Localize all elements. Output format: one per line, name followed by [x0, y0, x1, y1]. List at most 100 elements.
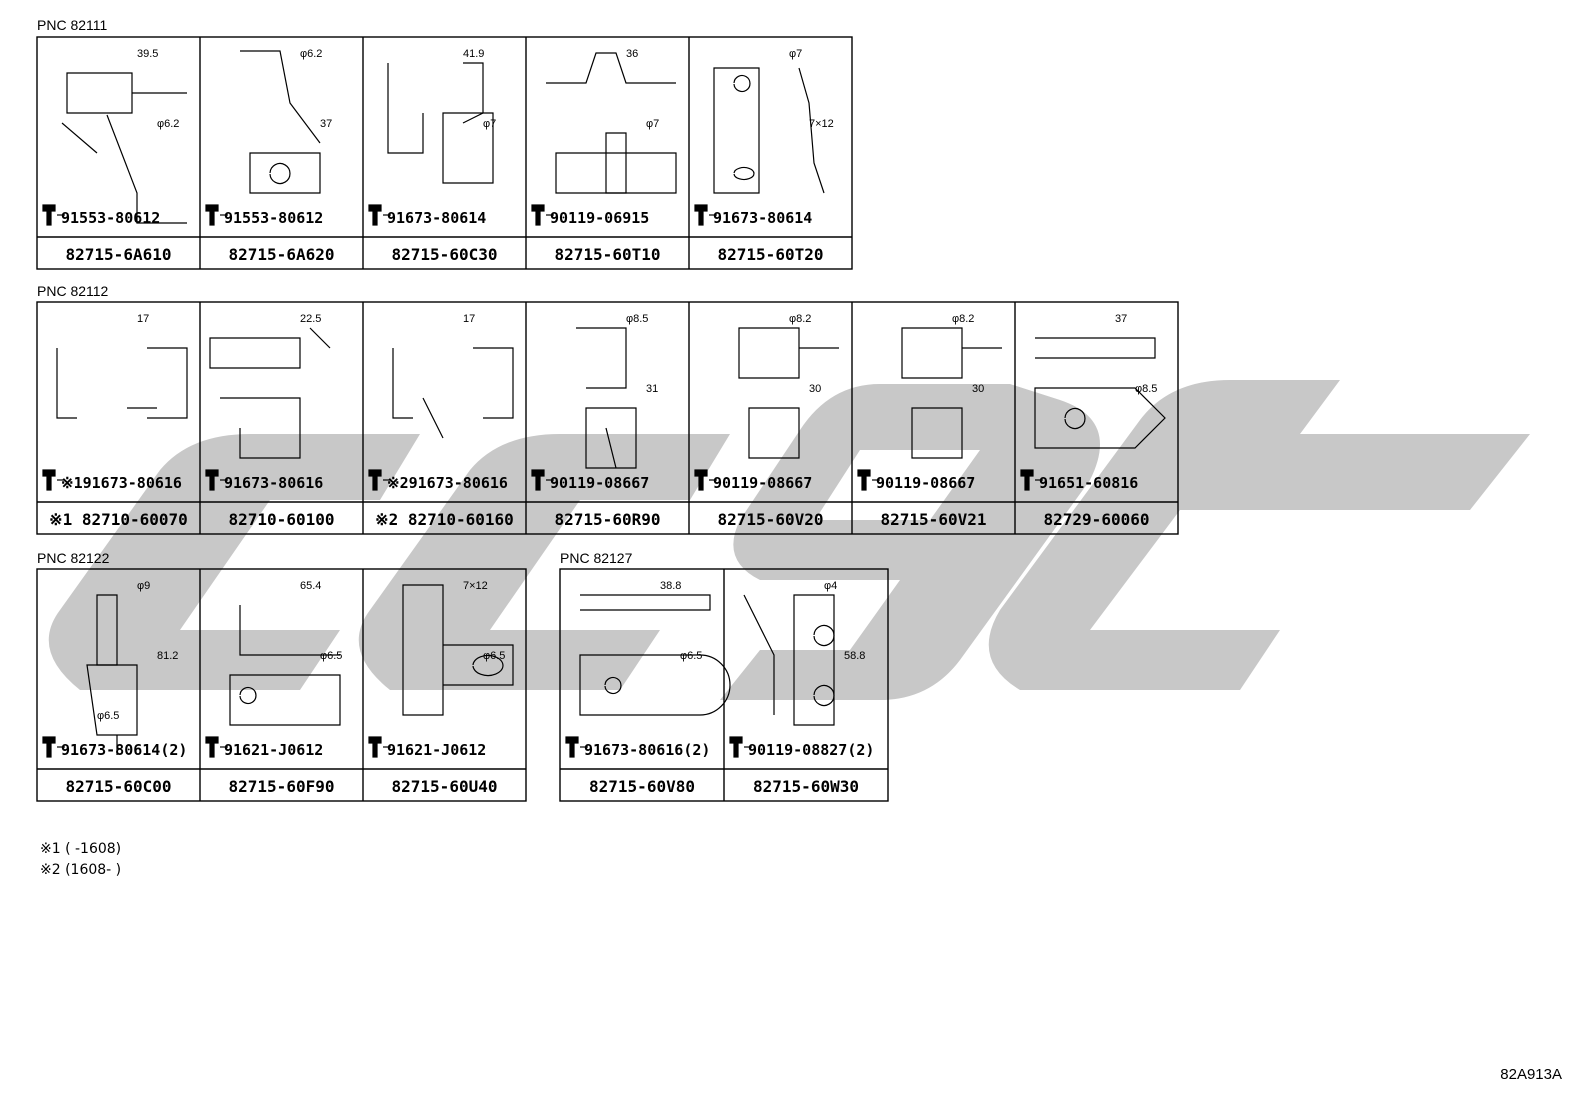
bolt-icon: [42, 204, 65, 226]
dimension-label: 30: [809, 383, 821, 395]
part-number[interactable]: 82715-60C00: [66, 777, 172, 796]
bolt-icon: [42, 736, 65, 758]
bolt-icon: [368, 736, 391, 758]
dimension-label: φ7: [789, 48, 802, 60]
dimension-label: φ8.2: [952, 313, 974, 325]
part-sketch: [240, 50, 321, 194]
part-number[interactable]: ※2 82710-60160: [375, 510, 514, 529]
dimension-label: 17: [137, 313, 149, 325]
bolt-icon: [368, 469, 391, 491]
part-number[interactable]: 82715-6A620: [229, 245, 335, 264]
bolt-icon: [531, 204, 554, 226]
section-frame: [36, 568, 527, 802]
dimension-label: φ6.5: [97, 710, 119, 722]
bolt-part-number: 91673-80616(2): [584, 741, 710, 759]
part-number[interactable]: 82715-60F90: [229, 777, 335, 796]
part-number[interactable]: 82715-60W30: [753, 777, 859, 796]
part-sketch: [402, 584, 514, 716]
part-sketch: [579, 594, 731, 716]
dimension-label: φ8.5: [626, 313, 648, 325]
bolt-part-number: 91553-80612: [61, 209, 160, 227]
section-frame: [36, 301, 1179, 535]
pnc-label-82111: PNC 82111: [37, 17, 108, 33]
dimension-label: 37: [1115, 313, 1127, 325]
dimension-label: φ7: [483, 118, 496, 130]
part-sketch: [546, 52, 677, 194]
bolt-part-number: ※191673-80616: [61, 474, 182, 492]
part-number[interactable]: 82715-6A610: [66, 245, 172, 264]
diagram-code: 82A913A: [1500, 1066, 1562, 1083]
part-number[interactable]: 82715-60T20: [718, 245, 824, 264]
pnc-label-82122: PNC 82122: [37, 550, 110, 566]
bolt-part-number: 91651-60816: [1039, 474, 1138, 492]
dimension-label: φ6.5: [483, 650, 505, 662]
bolt-part-number: 91673-80614(2): [61, 741, 187, 759]
part-sketch: [229, 605, 341, 726]
dimension-label: 39.5: [137, 48, 158, 60]
part-number[interactable]: 82710-60100: [229, 510, 335, 529]
part-sketch: [743, 594, 835, 726]
part-sketch: [576, 327, 637, 469]
footnote-2: ※2 (1608- ): [40, 862, 122, 878]
dimension-label: 65.4: [300, 580, 321, 592]
dimension-label: φ6.2: [157, 118, 179, 130]
bolt-part-number: 90119-08667: [713, 474, 812, 492]
part-number[interactable]: ※1 82710-60070: [49, 510, 188, 529]
bolt-part-number: 90119-08667: [876, 474, 975, 492]
part-number[interactable]: 82715-60V80: [589, 777, 695, 796]
part-sketch: [61, 72, 187, 224]
bolt-part-number: 91621-J0612: [387, 741, 486, 759]
part-number[interactable]: 82715-60U40: [392, 777, 498, 796]
dimension-label: 36: [626, 48, 638, 60]
pnc-label-82127: PNC 82127: [560, 550, 633, 566]
dimension-label: 81.2: [157, 650, 178, 662]
dimension-label: 7×12: [809, 118, 834, 130]
bolt-icon: [531, 469, 554, 491]
bolt-icon: [368, 204, 391, 226]
dimension-label: φ6.5: [320, 650, 342, 662]
dimension-label: 37: [320, 118, 332, 130]
bolt-icon: [565, 736, 588, 758]
part-sketch: [901, 327, 1002, 459]
dimension-label: φ7: [646, 118, 659, 130]
part-sketch: [56, 347, 188, 419]
dimension-label: 7×12: [463, 580, 488, 592]
bolt-icon: [694, 469, 717, 491]
part-number[interactable]: 82715-60C30: [392, 245, 498, 264]
part-number[interactable]: 82715-60R90: [555, 510, 661, 529]
part-number[interactable]: 82715-60V20: [718, 510, 824, 529]
bolt-part-number: 90119-08667: [550, 474, 649, 492]
part-number[interactable]: 82715-60V21: [881, 510, 987, 529]
bolt-part-number: ※291673-80616: [387, 474, 508, 492]
dimension-label: φ4: [824, 580, 837, 592]
dimension-label: φ8.5: [1135, 383, 1157, 395]
part-sketch: [738, 327, 839, 459]
pnc-label-82112: PNC 82112: [37, 283, 109, 299]
dimension-label: φ6.2: [300, 48, 322, 60]
part-sketch: [387, 62, 494, 184]
part-sketch: [86, 594, 138, 755]
watermark-logo: [48, 380, 1530, 700]
bolt-icon: [857, 469, 880, 491]
bolt-icon: [1020, 469, 1043, 491]
dimension-label: 38.8: [660, 580, 681, 592]
bolt-part-number: 91553-80612: [224, 209, 323, 227]
bolt-part-number: 90119-06915: [550, 209, 649, 227]
bolt-part-number: 91673-80614: [713, 209, 812, 227]
dimension-label: φ9: [137, 580, 150, 592]
bolt-part-number: 91673-80614: [387, 209, 486, 227]
part-sketch: [1034, 337, 1166, 449]
bolt-part-number: 90119-08827(2): [748, 741, 874, 759]
part-number[interactable]: 82729-60060: [1044, 510, 1150, 529]
dimension-label: 41.9: [463, 48, 484, 60]
dimension-label: 22.5: [300, 313, 321, 325]
bolt-icon: [205, 469, 228, 491]
dimension-label: 58.8: [844, 650, 865, 662]
bolt-icon: [205, 204, 228, 226]
dimension-label: φ8.2: [789, 313, 811, 325]
dimension-label: 30: [972, 383, 984, 395]
bolt-icon: [729, 736, 752, 758]
part-sketch: [209, 327, 331, 459]
part-number[interactable]: 82715-60T10: [555, 245, 661, 264]
